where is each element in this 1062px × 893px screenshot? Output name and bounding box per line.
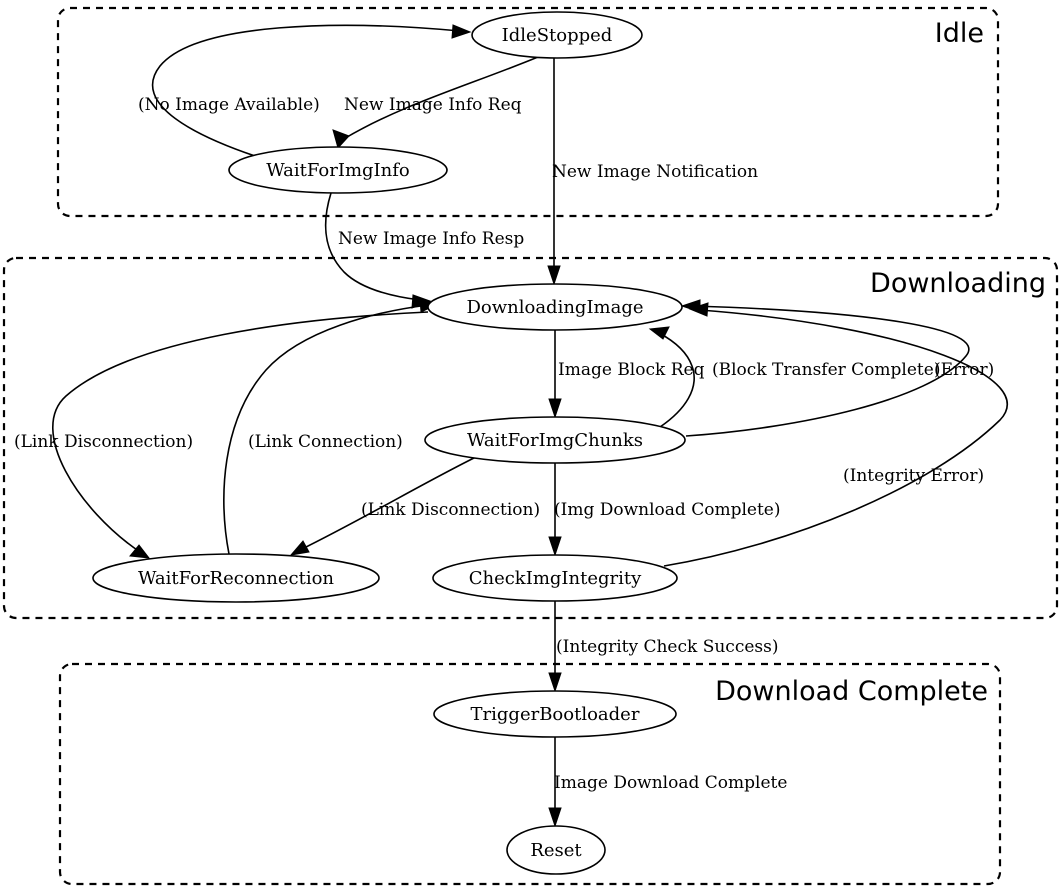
edge-waitforreconnection-to-downloadingimage: (Link Connection) bbox=[223, 298, 440, 555]
edge-waitforimgchunks-to-downloadingimage-complete: (Block Transfer Complete) bbox=[648, 326, 940, 428]
node-waitforimginfo-ellipse[interactable] bbox=[228, 146, 448, 194]
edge-label-e5: Image Block Req bbox=[558, 360, 705, 380]
edge-checkimgintegrity-to-downloadingimage: (Integrity Error) bbox=[663, 302, 1008, 567]
arrowhead-e6 bbox=[648, 326, 670, 340]
node-triggerbootloader-label: TriggerBootloader bbox=[471, 704, 640, 725]
edge-waitforimginfo-to-downloadingimage: New Image Info Resp bbox=[324, 192, 524, 309]
edge-waitforimgchunks-to-checkimgintegrity: (Img Download Complete) bbox=[548, 463, 780, 557]
edge-label-e1: New Image Info Req bbox=[344, 95, 522, 115]
cluster-download-complete: Download Complete bbox=[58, 662, 1002, 886]
edge-label-e7: (Error) bbox=[934, 360, 994, 380]
edge-label-e13: (Integrity Check Success) bbox=[556, 637, 779, 657]
node-reset-label: Reset bbox=[530, 840, 582, 861]
node-downloadingimage-ellipse[interactable] bbox=[427, 283, 683, 331]
node-idlestopped[interactable]: IdleStopped bbox=[471, 11, 643, 59]
arrowhead-e3 bbox=[547, 265, 561, 286]
arrowhead-e14 bbox=[548, 807, 562, 828]
arrowhead-e10 bbox=[289, 540, 310, 556]
edge-path-e12 bbox=[663, 309, 1008, 567]
edge-path-e1 bbox=[341, 56, 539, 141]
edge-label-e10: (Link Disconnection) bbox=[361, 500, 540, 520]
cluster-idle-label: Idle bbox=[935, 18, 984, 49]
edge-idlestopped-to-downloadingimage: New Image Notification bbox=[547, 58, 758, 286]
cluster-idle: Idle bbox=[56, 6, 1000, 218]
edge-checkimgintegrity-to-triggerbootloader: (Integrity Check Success) bbox=[548, 601, 779, 693]
node-waitforimgchunks[interactable]: WaitForImgChunks bbox=[424, 416, 686, 464]
edge-label-e2: (No Image Available) bbox=[138, 95, 320, 115]
edge-path-e7 bbox=[685, 305, 970, 437]
edge-idlestopped-to-waitforimginfo: New Image Info Req bbox=[332, 56, 539, 150]
edge-path-e6 bbox=[658, 332, 695, 428]
cluster-idle-box bbox=[56, 6, 1000, 218]
edge-label-e4: New Image Info Resp bbox=[338, 229, 524, 249]
edge-label-e6: (Block Transfer Complete) bbox=[712, 360, 940, 380]
node-downloadingimage[interactable]: DownloadingImage bbox=[427, 283, 683, 331]
edge-waitforimginfo-to-idlestopped: (No Image Available) bbox=[138, 24, 472, 160]
edge-path-e4 bbox=[324, 192, 421, 301]
edge-label-e12: (Integrity Error) bbox=[843, 466, 984, 486]
edge-triggerbootloader-to-reset: Image Download Complete bbox=[548, 737, 787, 828]
cluster-downloading: Downloading bbox=[2, 256, 1059, 620]
node-waitforimginfo[interactable]: WaitForImgInfo bbox=[228, 146, 448, 194]
edge-path-e8 bbox=[52, 311, 429, 553]
edge-path-e9 bbox=[223, 304, 429, 555]
node-reset-ellipse[interactable] bbox=[506, 825, 606, 875]
cluster-download-complete-box bbox=[58, 662, 1002, 886]
arrowhead-e13 bbox=[548, 672, 562, 693]
node-triggerbootloader-ellipse[interactable] bbox=[433, 690, 677, 738]
edge-path-e2 bbox=[151, 24, 461, 160]
edge-downloadingimage-to-waitforimgchunks: Image Block Req bbox=[548, 330, 705, 419]
node-reset[interactable]: Reset bbox=[506, 825, 606, 875]
node-waitforimginfo-label: WaitForImgInfo bbox=[266, 160, 410, 181]
edge-waitforimgchunks-to-waitforreconnection: (Link Disconnection) bbox=[289, 455, 540, 556]
cluster-downloading-label: Downloading bbox=[870, 268, 1046, 299]
node-waitforreconnection[interactable]: WaitForReconnection bbox=[92, 553, 380, 603]
arrowhead-e2 bbox=[451, 24, 472, 39]
node-waitforreconnection-label: WaitForReconnection bbox=[138, 568, 334, 589]
node-checkimgintegrity[interactable]: CheckImgIntegrity bbox=[432, 554, 678, 602]
arrowhead-e8 bbox=[129, 544, 151, 559]
edge-label-e9: (Link Connection) bbox=[248, 432, 403, 452]
cluster-download-complete-label: Download Complete bbox=[715, 676, 988, 707]
node-idlestopped-label: IdleStopped bbox=[502, 25, 613, 46]
node-downloadingimage-label: DownloadingImage bbox=[466, 297, 643, 318]
arrowhead-e1 bbox=[332, 129, 350, 150]
arrowhead-e5 bbox=[548, 398, 562, 419]
cluster-downloading-box bbox=[2, 256, 1059, 620]
node-idlestopped-ellipse[interactable] bbox=[471, 11, 643, 59]
edge-label-e11: (Img Download Complete) bbox=[554, 500, 780, 520]
node-waitforreconnection-ellipse[interactable] bbox=[92, 553, 380, 603]
arrowhead-e12 bbox=[688, 302, 709, 317]
node-checkimgintegrity-label: CheckImgIntegrity bbox=[469, 568, 642, 589]
edge-downloadingimage-to-waitforreconnection: (Link Disconnection) bbox=[14, 311, 429, 559]
edge-label-e3: New Image Notification bbox=[552, 162, 758, 182]
edge-path-e10 bbox=[299, 455, 479, 551]
edge-label-e8: (Link Disconnection) bbox=[14, 432, 193, 452]
edge-label-e14: Image Download Complete bbox=[554, 773, 787, 793]
node-checkimgintegrity-ellipse[interactable] bbox=[432, 554, 678, 602]
arrowhead-e11 bbox=[548, 536, 562, 557]
node-waitforimgchunks-label: WaitForImgChunks bbox=[467, 430, 643, 451]
node-triggerbootloader[interactable]: TriggerBootloader bbox=[433, 690, 677, 738]
node-waitforimgchunks-ellipse[interactable] bbox=[424, 416, 686, 464]
